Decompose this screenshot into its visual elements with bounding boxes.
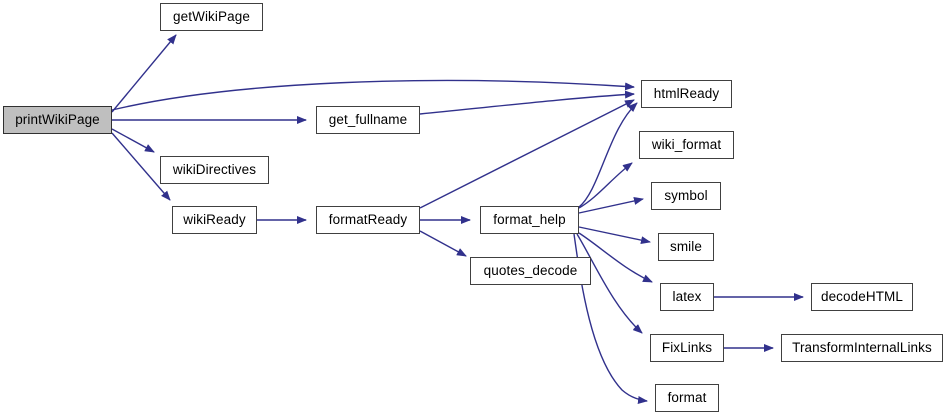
node-label-printWikiPage: printWikiPage [15, 112, 100, 128]
node-label-format: format [667, 390, 707, 406]
edge-printWikiPage-to-htmlReady [111, 79, 635, 111]
node-label-formatReady: formatReady [328, 212, 408, 228]
node-label-symbol: symbol [664, 188, 708, 204]
node-smile[interactable]: smile [658, 233, 714, 261]
node-getWikiPage[interactable]: getWikiPage [160, 3, 263, 31]
edges-group [111, 34, 804, 404]
edge-format_help-to-wiki_format [578, 162, 633, 209]
node-label-TransformInternalLinks: TransformInternalLinks [792, 340, 932, 356]
node-label-getWikiPage: getWikiPage [173, 9, 250, 25]
edge-printWikiPage-to-getWikiPage [111, 34, 177, 113]
edge-formatReady-to-quotes_decode [419, 230, 467, 257]
node-TransformInternalLinks[interactable]: TransformInternalLinks [781, 334, 943, 362]
node-label-quotes_decode: quotes_decode [483, 263, 578, 279]
node-label-wiki_format: wiki_format [651, 137, 722, 153]
node-FixLinks[interactable]: FixLinks [650, 334, 724, 362]
edge-formatReady-to-htmlReady [419, 99, 635, 209]
node-latex[interactable]: latex [660, 283, 714, 311]
edge-printWikiPage-to-wikiReady [111, 132, 171, 201]
node-get_fullname[interactable]: get_fullname [316, 106, 420, 134]
node-label-latex: latex [672, 289, 702, 305]
edge-get_fullname-to-htmlReady [419, 90, 635, 115]
node-label-wikiDirectives: wikiDirectives [172, 162, 257, 178]
node-wikiReady[interactable]: wikiReady [172, 206, 257, 234]
node-printWikiPage[interactable]: printWikiPage [3, 106, 112, 134]
node-label-wikiReady: wikiReady [183, 212, 246, 228]
edge-format_help-to-smile [578, 226, 651, 245]
node-format[interactable]: format [655, 384, 719, 412]
edge-printWikiPage-to-wikiDirectives [111, 128, 155, 153]
node-format_help[interactable]: format_help [480, 206, 579, 234]
edge-format_help-to-htmlReady [578, 102, 638, 208]
node-formatReady[interactable]: formatReady [316, 206, 420, 234]
node-label-smile: smile [669, 239, 702, 255]
node-label-decodeHTML: decodeHTML [820, 289, 904, 305]
node-wikiDirectives[interactable]: wikiDirectives [160, 156, 269, 184]
node-label-format_help: format_help [493, 212, 566, 228]
node-wiki_format[interactable]: wiki_format [639, 131, 734, 159]
node-label-FixLinks: FixLinks [661, 340, 713, 356]
node-htmlReady[interactable]: htmlReady [641, 80, 732, 108]
edge-format_help-to-FixLinks [576, 233, 643, 334]
node-quotes_decode[interactable]: quotes_decode [470, 257, 591, 285]
node-symbol[interactable]: symbol [651, 182, 721, 210]
edge-format_help-to-symbol [578, 197, 644, 214]
edge-format_help-to-latex [578, 232, 653, 283]
node-label-get_fullname: get_fullname [328, 112, 408, 128]
node-decodeHTML[interactable]: decodeHTML [811, 283, 913, 311]
node-label-htmlReady: htmlReady [653, 86, 720, 102]
